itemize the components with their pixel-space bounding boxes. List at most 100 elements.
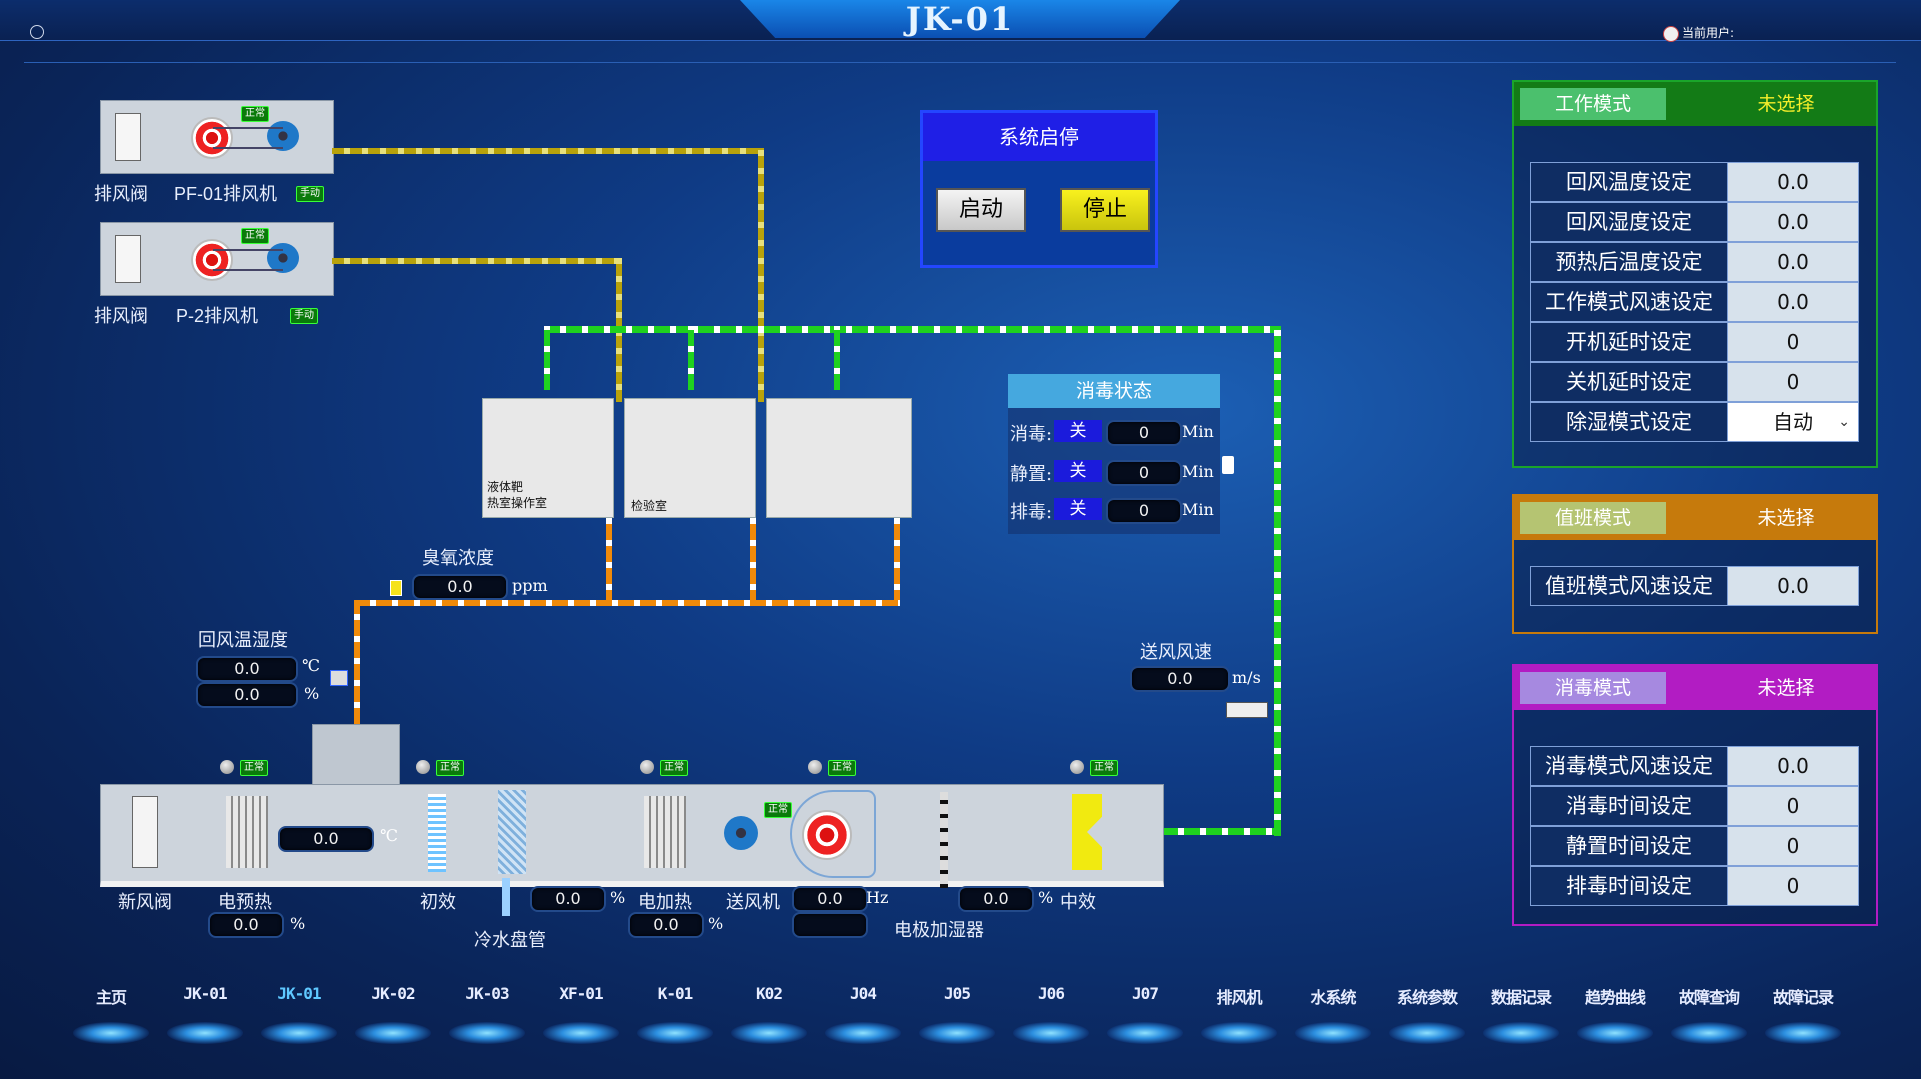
work-param-label: 预热后温度设定 — [1530, 242, 1728, 282]
supply-fan-hz: 0.0 — [792, 886, 868, 912]
nav-item[interactable]: XF-01 — [538, 984, 624, 1054]
disinfect-param-value[interactable]: 0.0 — [1727, 746, 1859, 786]
disinfect-param-value[interactable]: 0 — [1727, 786, 1859, 826]
disinfect-row-state-1: 关 — [1054, 420, 1102, 442]
medium-filter-label: 中效 — [1060, 892, 1096, 913]
nav-item[interactable]: J04 — [820, 984, 906, 1054]
system-title: 系统启停 — [923, 113, 1155, 161]
nav-item[interactable]: K02 — [726, 984, 812, 1054]
coil-output-unit: % — [610, 888, 626, 907]
airspeed-sensor-icon — [1226, 702, 1268, 718]
nav-label: J07 — [1132, 984, 1159, 1003]
stop-button[interactable]: 停止 — [1060, 188, 1150, 232]
duty-param-label: 值班模式风速设定 — [1530, 566, 1728, 606]
nav-item-active[interactable]: JK-01 — [256, 984, 342, 1054]
nav-label: JK-03 — [465, 984, 509, 1003]
return-pipe — [354, 600, 360, 724]
chevron-down-icon: ⌄ — [1838, 414, 1850, 430]
dehum-mode-select[interactable]: 自动 ⌄ — [1727, 402, 1859, 442]
nav-item[interactable]: 系统参数 — [1384, 984, 1470, 1054]
return-pipe — [750, 516, 756, 606]
nav-item[interactable]: J05 — [914, 984, 1000, 1054]
room-1[interactable]: 液体靶 热室操作室 — [482, 398, 614, 518]
nav-disc — [637, 1022, 713, 1044]
disinfect-row-unit-2: Min — [1182, 462, 1214, 481]
duty-mode-title: 值班模式 — [1520, 502, 1666, 534]
nav-item[interactable]: K-01 — [632, 984, 718, 1054]
supply-fan-blank — [792, 912, 868, 938]
room-1-label: 液体靶 热室操作室 — [487, 480, 548, 510]
disinfect-param-value[interactable]: 0 — [1727, 866, 1859, 906]
work-param-value[interactable]: 0.0 — [1727, 202, 1859, 242]
belt-icon — [213, 127, 283, 149]
exhaust-pipe — [758, 148, 764, 402]
nav-item[interactable]: 趋势曲线 — [1572, 984, 1658, 1054]
nav-label: JK-01 — [277, 984, 321, 1003]
duty-param-value[interactable]: 0.0 — [1727, 566, 1859, 606]
nav-label: 系统参数 — [1396, 988, 1458, 1007]
room-2[interactable]: 检验室 — [624, 398, 756, 518]
work-param-value[interactable]: 0.0 — [1727, 282, 1859, 322]
exhaust-fan-unit-1[interactable]: 正常 — [100, 100, 334, 174]
nav-label: K02 — [756, 984, 783, 1003]
nav-disc — [73, 1022, 149, 1044]
nav-item[interactable]: 数据记录 — [1478, 984, 1564, 1054]
return-pipe — [894, 516, 900, 606]
damper-icon — [115, 235, 141, 283]
work-param-value[interactable]: 0 — [1727, 322, 1859, 362]
disinfect-param-value[interactable]: 0 — [1727, 826, 1859, 866]
nav-item[interactable]: J07 — [1102, 984, 1188, 1054]
supply-pipe — [544, 326, 1280, 333]
work-mode-state: 未选择 — [1757, 93, 1815, 115]
nav-item[interactable]: 水系统 — [1290, 984, 1376, 1054]
supply-motor-icon — [724, 816, 758, 850]
nav-item[interactable]: J06 — [1008, 984, 1094, 1054]
humidifier-output-unit: % — [1038, 888, 1054, 907]
disinfect-row-value-1: 0 — [1106, 420, 1182, 446]
nav-item[interactable]: 故障查询 — [1666, 984, 1752, 1054]
work-param-label: 回风湿度设定 — [1530, 202, 1728, 242]
fan-icon — [191, 239, 233, 281]
return-air-temp-unit: ℃ — [302, 656, 320, 675]
start-button[interactable]: 启动 — [936, 188, 1026, 232]
ozone-generator-icon — [1222, 456, 1234, 474]
nav-label: J06 — [1038, 984, 1065, 1003]
nav-item[interactable]: JK-02 — [350, 984, 436, 1054]
work-param-value[interactable]: 0.0 — [1727, 242, 1859, 282]
return-air-label: 回风温湿度 — [198, 630, 288, 651]
ozone-unit: ppm — [512, 576, 548, 595]
exhaust-damper-label-1: 排风阀 — [94, 184, 148, 205]
work-param-value[interactable]: 0.0 — [1727, 162, 1859, 202]
status-badge: 正常 — [660, 760, 688, 776]
supply-pipe — [834, 326, 840, 390]
supply-fan-hz-unit: Hz — [866, 888, 889, 907]
humidifier-output: 0.0 — [958, 886, 1034, 912]
disinfect-row-label-2: 静置: — [1010, 464, 1053, 485]
supply-pipe — [1274, 326, 1281, 836]
exhaust-fan-name-2: P-2排风机 — [176, 306, 259, 326]
return-pipe — [606, 516, 612, 606]
nav-item[interactable]: 故障记录 — [1760, 984, 1846, 1054]
nav-item[interactable]: JK-01 — [162, 984, 248, 1054]
work-param-value[interactable]: 0 — [1727, 362, 1859, 402]
exhaust-pipe — [332, 148, 764, 154]
disinfect-row-value-2: 0 — [1106, 460, 1182, 486]
nav-item[interactable]: JK-03 — [444, 984, 530, 1054]
nav-disc — [1577, 1022, 1653, 1044]
status-badge: 正常 — [436, 760, 464, 776]
nav-label: J05 — [944, 984, 971, 1003]
return-air-hum: 0.0 — [196, 682, 298, 708]
exhaust-fan-unit-2[interactable]: 正常 — [100, 222, 334, 296]
ahu-body — [100, 784, 1164, 887]
nav-disc — [731, 1022, 807, 1044]
nav-item[interactable]: 排风机 — [1196, 984, 1282, 1054]
room-3[interactable] — [766, 398, 912, 518]
status-indicator — [808, 760, 822, 774]
nav-item[interactable]: 主页 — [68, 984, 154, 1054]
work-mode-panel: 工作模式 未选择 回风温度设定 0.0 回风湿度设定 0.0 预热后温度设定 0… — [1512, 80, 1878, 468]
coil-output: 0.0 — [530, 886, 606, 912]
duty-mode-state: 未选择 — [1757, 507, 1815, 529]
nav-disc — [167, 1022, 243, 1044]
preheat-temp-unit: ℃ — [380, 826, 398, 845]
disinfect-param-label: 消毒时间设定 — [1530, 786, 1728, 826]
